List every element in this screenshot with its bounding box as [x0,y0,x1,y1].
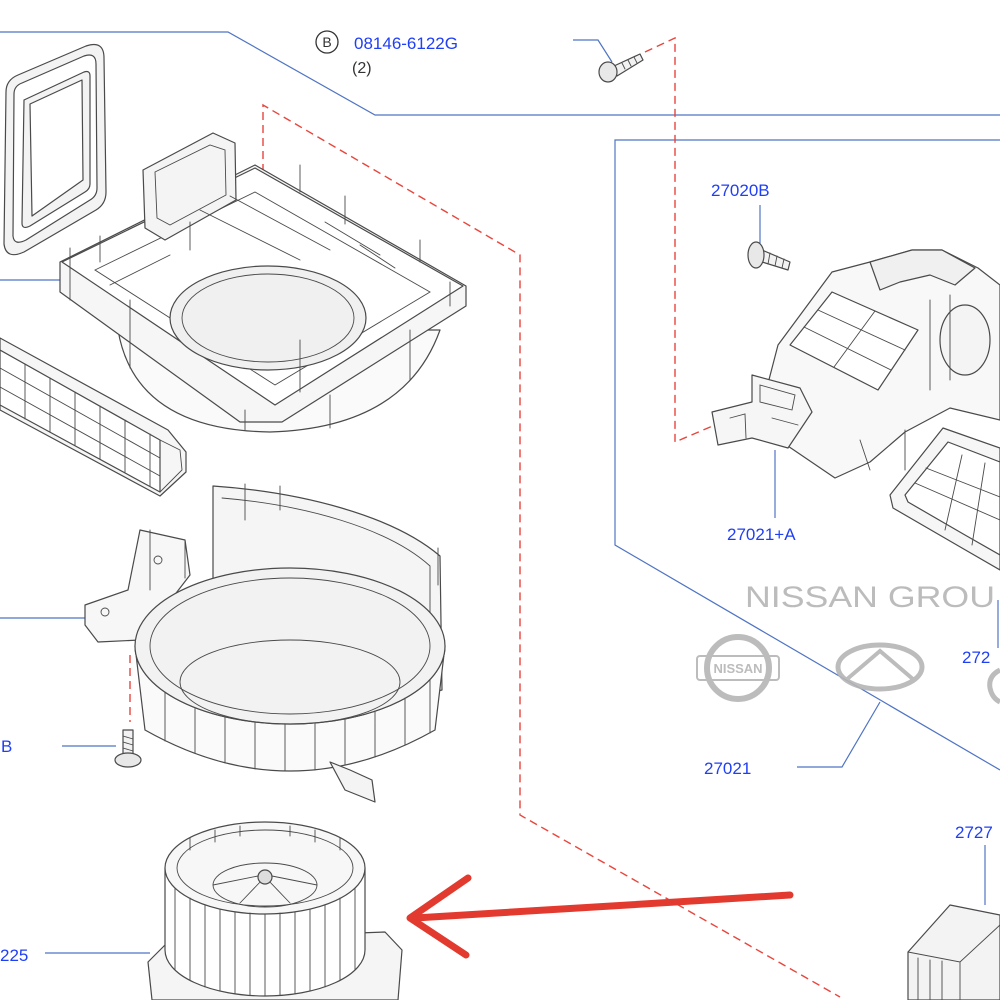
housing-raised-vent [142,132,237,241]
bracket-slots [729,384,799,439]
nissan-logo-text: NISSAN [713,661,762,676]
scroll-ribs [164,679,431,772]
upper-blower-housing [59,132,467,433]
bracket-hole [153,555,163,565]
leader-line-top [0,31,1000,116]
housing-part-number-link[interactable]: 27021 [704,759,751,778]
watermark: NISSAN GROU NISSAN [696,581,1000,705]
scroll-posts [149,483,439,591]
screw-part-number-link[interactable]: 27020B [711,181,770,200]
filter-part-number-link[interactable]: 2727 [955,823,993,842]
leader-line-27021 [797,701,881,768]
box-top-edge [907,924,1000,1000]
screw-threads [122,735,134,752]
nissan-logo-ring [704,634,772,702]
screw-08146-6122G [598,53,644,83]
blower-scroll-housing [84,483,446,803]
screw-head [747,241,765,269]
duct-window-grid [803,309,906,371]
bolt-quantity: (2) [352,60,372,77]
bolt-symbol-circle [315,30,339,54]
arrow-head [406,874,472,959]
duct-bracket [711,374,813,449]
intake-duct-assembly [711,249,1000,479]
red-arrow-icon [406,874,794,959]
air-filter-frame [3,43,107,256]
fan-back-blades [189,825,341,851]
housing-vent-inner [154,144,227,226]
bolt-part-number-link[interactable]: 08146-6122G [354,34,458,53]
blower-motor-fan [147,821,403,1000]
fan-hub-cone [212,875,318,904]
housing-posts [69,164,451,431]
infiniti-logo-oval [835,642,925,692]
bracket-part-number-link[interactable]: 27021+A [727,525,796,544]
housing-fan-opening [169,265,367,371]
infiniti-logo-icon [835,642,925,692]
scroll-rim [134,567,446,725]
group-outline-right [614,139,1000,771]
fan-top-ring [164,821,366,915]
leader-lines [0,31,1000,954]
fan-shaft-nut [257,869,273,885]
dashed-line-bolt [644,36,716,444]
scroll-wall-lip [221,497,431,689]
screw-head [114,752,142,768]
fan-inner-ring [176,829,354,907]
screw-threads [767,252,785,269]
box-body [907,904,1000,1000]
duct-ribs [859,294,951,471]
leader-line-bolt [573,39,613,63]
screw-shaft [613,53,644,77]
bolt-symbol: B [322,34,331,50]
scroll-rim-inner [149,577,431,715]
cabin-filter-box [907,904,1000,1000]
right-part-number-link[interactable]: 272 [962,648,990,667]
screw-27020B [747,241,791,271]
filter-grid [914,454,1000,546]
scroll-bracket [84,529,191,643]
infiniti-logo-peak [844,648,916,682]
scroll-floor [179,639,401,725]
watermark-text: NISSAN GROU [745,581,995,614]
nissan-logo-bar [696,655,780,681]
screw-shaft [122,729,134,757]
duct-top-inlet [869,249,976,291]
grid-end-tab [159,439,183,493]
blower-filter-grid [0,337,187,497]
intake-filter-right [889,427,1000,571]
nissan-logo-icon: NISSAN [696,634,780,702]
duct-outlet [939,304,991,376]
screw-left [114,729,142,768]
scroll-outlet-tab [329,761,376,803]
housing-fan-opening-lip [181,273,355,363]
housing-ribs [109,195,396,286]
screw-threads [621,56,638,70]
fan-blades [174,887,356,997]
frame-opening [29,79,84,217]
left-screw-label-link[interactable]: B [1,737,12,756]
box-pleats [917,957,943,1000]
screw-head [598,61,618,83]
bracket-hole [100,607,110,617]
grid-bars-vertical [24,363,151,487]
grid-bars-horizontal [0,367,161,477]
partial-logo-icon [987,667,1000,705]
callout-labels: B 08146-6122G (2) 27020B 27021+A 272 270… [0,30,993,965]
arrow-shaft [411,891,794,922]
motor-part-number-link[interactable]: 225 [0,946,28,965]
